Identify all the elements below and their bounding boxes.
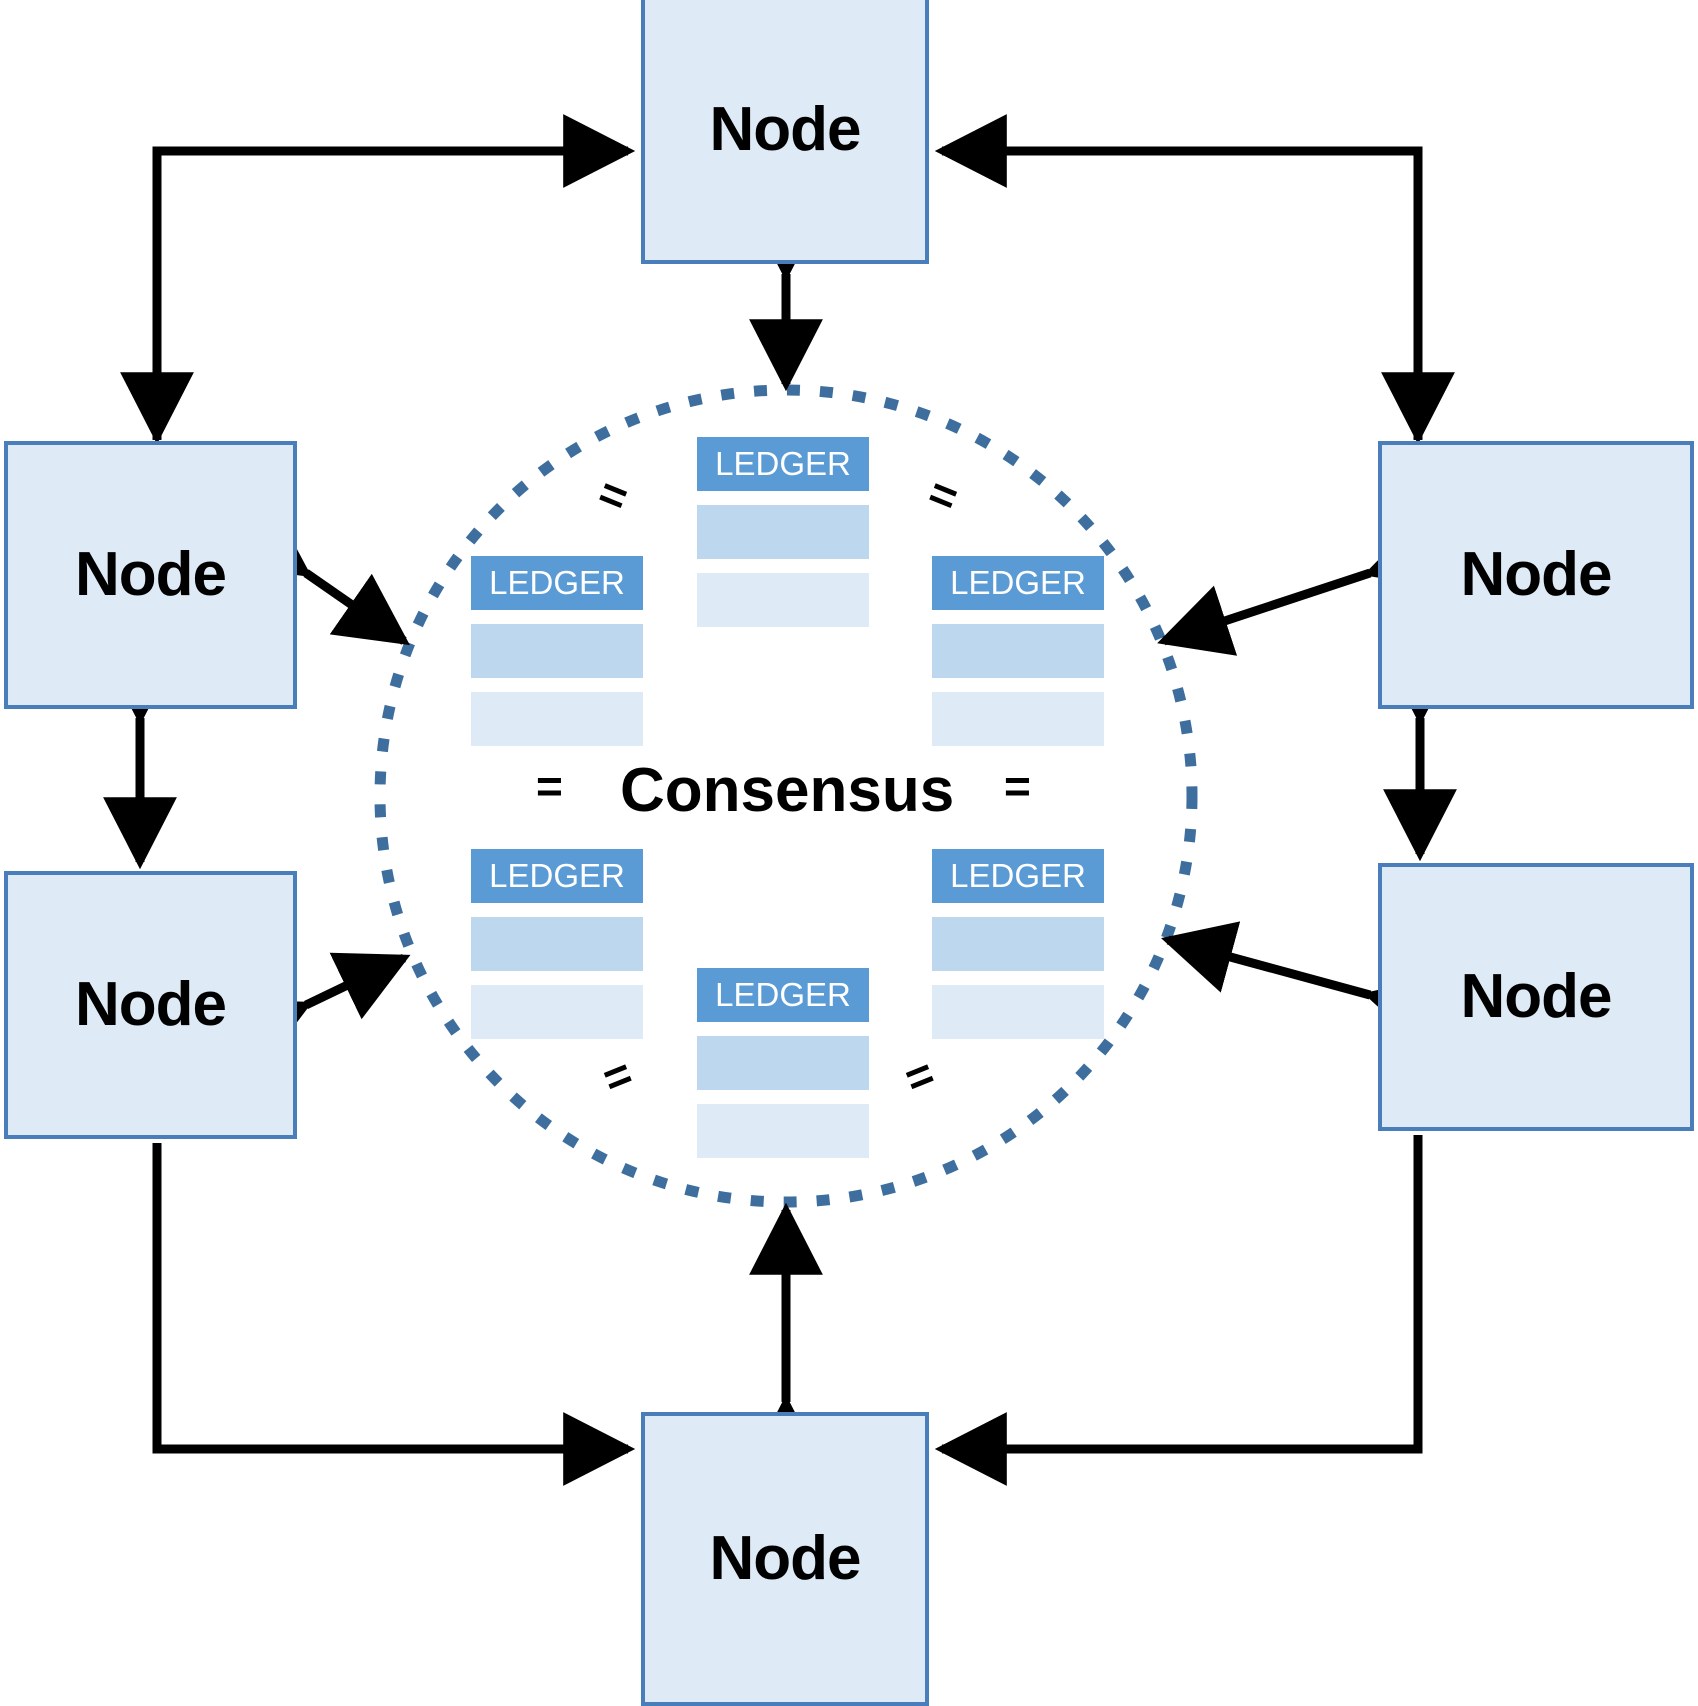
edge-rightlower-center [1161,921,1443,1048]
node-label: Node [709,95,862,164]
ledger-card-header: LEDGER [932,849,1104,903]
node-box-top[interactable]: Node [641,0,929,264]
ledger-card-row-1 [932,917,1104,971]
ledger-card-lower-right[interactable]: LEDGER [932,849,1104,1039]
ledger-card-row-1 [471,917,643,971]
ledger-card-row-2 [471,985,643,1039]
node-box-left-upper[interactable]: Node [4,441,297,709]
node-box-bottom[interactable]: Node [641,1412,929,1706]
node-box-right-upper[interactable]: Node [1378,441,1694,709]
edge-bottomleft-elbow [152,1143,636,1486]
ledger-card-upper-left[interactable]: LEDGER [471,556,643,746]
ledger-card-row-2 [932,985,1104,1039]
ledger-card-header: LEDGER [471,556,643,610]
node-box-left-lower[interactable]: Node [4,871,297,1139]
node-label: Node [709,1524,862,1593]
edge-leftlower-center [231,952,411,1067]
consensus-label: Consensus [620,756,955,825]
ledger-card-header: LEDGER [932,556,1104,610]
edge-leftupper-center [231,505,410,646]
ledger-card-lower-left[interactable]: LEDGER [471,849,643,1039]
equals-icon-mid-right: = [1004,760,1031,812]
ledger-card-header: LEDGER [471,849,643,903]
ledger-card-row-1 [471,624,643,678]
ledger-card-header: LEDGER [697,437,869,491]
node-box-right-lower[interactable]: Node [1378,863,1694,1131]
node-label: Node [1460,962,1613,1031]
ledger-card-row-1 [697,1036,869,1090]
edge-topright-elbow [934,114,1455,445]
ledger-card-bottom[interactable]: LEDGER [697,968,869,1158]
edge-rightupper-center [1157,517,1444,656]
ledger-card-header: LEDGER [697,968,869,1022]
node-label: Node [1460,540,1613,609]
equals-icon-mid-left: = [536,760,563,812]
ledger-card-row-2 [471,692,643,746]
node-label: Node [75,970,227,1039]
ledger-card-row-2 [697,573,869,627]
ledger-card-upper-right[interactable]: LEDGER [932,556,1104,746]
ledger-card-row-1 [932,624,1104,678]
ledger-card-row-2 [697,1104,869,1158]
edge-topleft-elbow [120,114,636,445]
ledger-card-row-2 [932,692,1104,746]
edge-bottomright-elbow [934,1135,1423,1486]
ledger-card-row-1 [697,505,869,559]
consensus-circle-boundary [374,384,1198,1208]
node-label: Node [75,540,227,609]
ledger-card-top[interactable]: LEDGER [697,437,869,627]
